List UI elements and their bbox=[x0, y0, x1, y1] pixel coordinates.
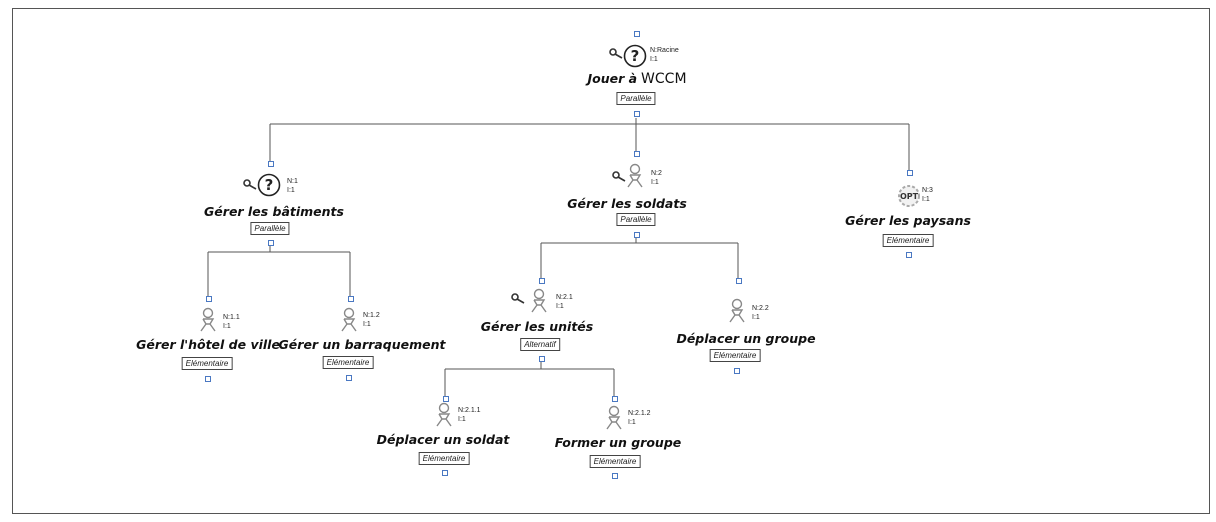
connection-port[interactable] bbox=[346, 375, 352, 381]
node-iteration: I:1 bbox=[363, 321, 371, 328]
connection-port[interactable] bbox=[268, 240, 274, 246]
connection-port[interactable] bbox=[634, 111, 640, 117]
key-icon bbox=[511, 293, 525, 304]
node-title-extra: WCCM bbox=[641, 71, 687, 87]
node-meta: N:Racine I:1 bbox=[650, 46, 679, 64]
node-number: N:2.2 bbox=[752, 305, 769, 312]
connection-port[interactable] bbox=[268, 161, 274, 167]
node-meta: N:2.1.1 I:1 bbox=[458, 406, 481, 424]
node-meta: N:1 I:1 bbox=[287, 177, 298, 195]
node-type-badge[interactable]: Elémentaire bbox=[181, 357, 233, 370]
user-icon bbox=[200, 307, 216, 332]
node-number: N:1 bbox=[287, 178, 298, 185]
node-title-n11[interactable]: Gérer l'hôtel de ville bbox=[136, 337, 280, 352]
connection-port[interactable] bbox=[205, 376, 211, 382]
node-meta: N:2.2 I:1 bbox=[752, 304, 769, 322]
node-iteration: I:1 bbox=[752, 314, 760, 321]
node-number: N:3 bbox=[922, 187, 933, 194]
connection-port[interactable] bbox=[736, 278, 742, 284]
node-title-n3[interactable]: Gérer les paysans bbox=[845, 213, 971, 228]
key-icon bbox=[243, 179, 257, 190]
node-title-n212[interactable]: Former un groupe bbox=[554, 435, 682, 450]
connection-port[interactable] bbox=[634, 151, 640, 157]
user-icon bbox=[436, 402, 452, 427]
node-title-n22[interactable]: Déplacer un groupe bbox=[676, 331, 816, 346]
opt-label: OPT bbox=[900, 192, 919, 201]
node-number: N:1.2 bbox=[363, 312, 380, 319]
node-type-badge[interactable]: Elémentaire bbox=[322, 356, 374, 369]
node-title-text: Jouer à bbox=[587, 71, 638, 86]
node-iteration: I:1 bbox=[458, 416, 466, 423]
node-iteration: I:1 bbox=[628, 419, 636, 426]
node-type-badge[interactable]: Alternatif bbox=[520, 338, 560, 351]
connection-port[interactable] bbox=[442, 470, 448, 476]
node-type-badge[interactable]: Parallèle bbox=[250, 222, 290, 235]
key-icon bbox=[609, 48, 623, 59]
node-meta: N:2.1.2 I:1 bbox=[628, 409, 651, 427]
node-meta: N:1.2 I:1 bbox=[363, 311, 380, 329]
node-number: N:1.1 bbox=[223, 314, 240, 321]
question-mark-icon: ? bbox=[257, 173, 281, 197]
node-title-n21[interactable]: Gérer les unités bbox=[480, 319, 594, 334]
node-number: N:2.1.2 bbox=[628, 410, 651, 417]
node-title-n1[interactable]: Gérer les bâtiments bbox=[204, 204, 344, 219]
connection-port[interactable] bbox=[612, 396, 618, 402]
user-icon bbox=[729, 298, 745, 323]
node-iteration: I:1 bbox=[556, 303, 564, 310]
node-title-n211[interactable]: Déplacer un soldat bbox=[376, 432, 510, 447]
node-iteration: I:1 bbox=[651, 179, 659, 186]
node-meta: N:2 I:1 bbox=[651, 169, 662, 187]
node-type-badge[interactable]: Elémentaire bbox=[882, 234, 934, 247]
connection-port[interactable] bbox=[634, 31, 640, 37]
svg-text:?: ? bbox=[265, 176, 274, 194]
node-meta: N:2.1 I:1 bbox=[556, 293, 573, 311]
node-number: N:2.1 bbox=[556, 294, 573, 301]
connection-port[interactable] bbox=[539, 278, 545, 284]
connection-port[interactable] bbox=[906, 252, 912, 258]
connection-port[interactable] bbox=[348, 296, 354, 302]
node-iteration: I:1 bbox=[650, 56, 658, 63]
node-number: N:Racine bbox=[650, 47, 679, 54]
connection-port[interactable] bbox=[907, 170, 913, 176]
node-type-badge[interactable]: Elémentaire bbox=[418, 452, 470, 465]
node-type-badge[interactable]: Parallèle bbox=[616, 92, 656, 105]
user-icon bbox=[627, 163, 643, 188]
node-type-badge[interactable]: Elémentaire bbox=[709, 349, 761, 362]
question-mark-icon: ? bbox=[623, 44, 647, 68]
key-icon bbox=[612, 171, 626, 182]
connection-port[interactable] bbox=[734, 368, 740, 374]
connection-port[interactable] bbox=[539, 356, 545, 362]
connection-port[interactable] bbox=[443, 396, 449, 402]
opt-gear-icon: OPT bbox=[898, 185, 920, 207]
node-number: N:2.1.1 bbox=[458, 407, 481, 414]
connection-port[interactable] bbox=[206, 296, 212, 302]
user-icon bbox=[606, 405, 622, 430]
node-iteration: I:1 bbox=[922, 196, 930, 203]
node-title-n2[interactable]: Gérer les soldats bbox=[567, 196, 687, 211]
svg-text:?: ? bbox=[631, 47, 640, 65]
node-title-n12[interactable]: Gérer un barraquement bbox=[278, 337, 446, 352]
node-number: N:2 bbox=[651, 170, 662, 177]
node-type-badge[interactable]: Elémentaire bbox=[589, 455, 641, 468]
node-meta: N:1.1 I:1 bbox=[223, 313, 240, 331]
node-iteration: I:1 bbox=[223, 323, 231, 330]
connection-port[interactable] bbox=[612, 473, 618, 479]
node-iteration: I:1 bbox=[287, 187, 295, 194]
node-type-badge[interactable]: Parallèle bbox=[616, 213, 656, 226]
connection-port[interactable] bbox=[634, 232, 640, 238]
user-icon bbox=[531, 288, 547, 313]
node-meta: N:3 I:1 bbox=[922, 186, 933, 204]
user-icon bbox=[341, 307, 357, 332]
diagram-canvas bbox=[12, 8, 1210, 514]
